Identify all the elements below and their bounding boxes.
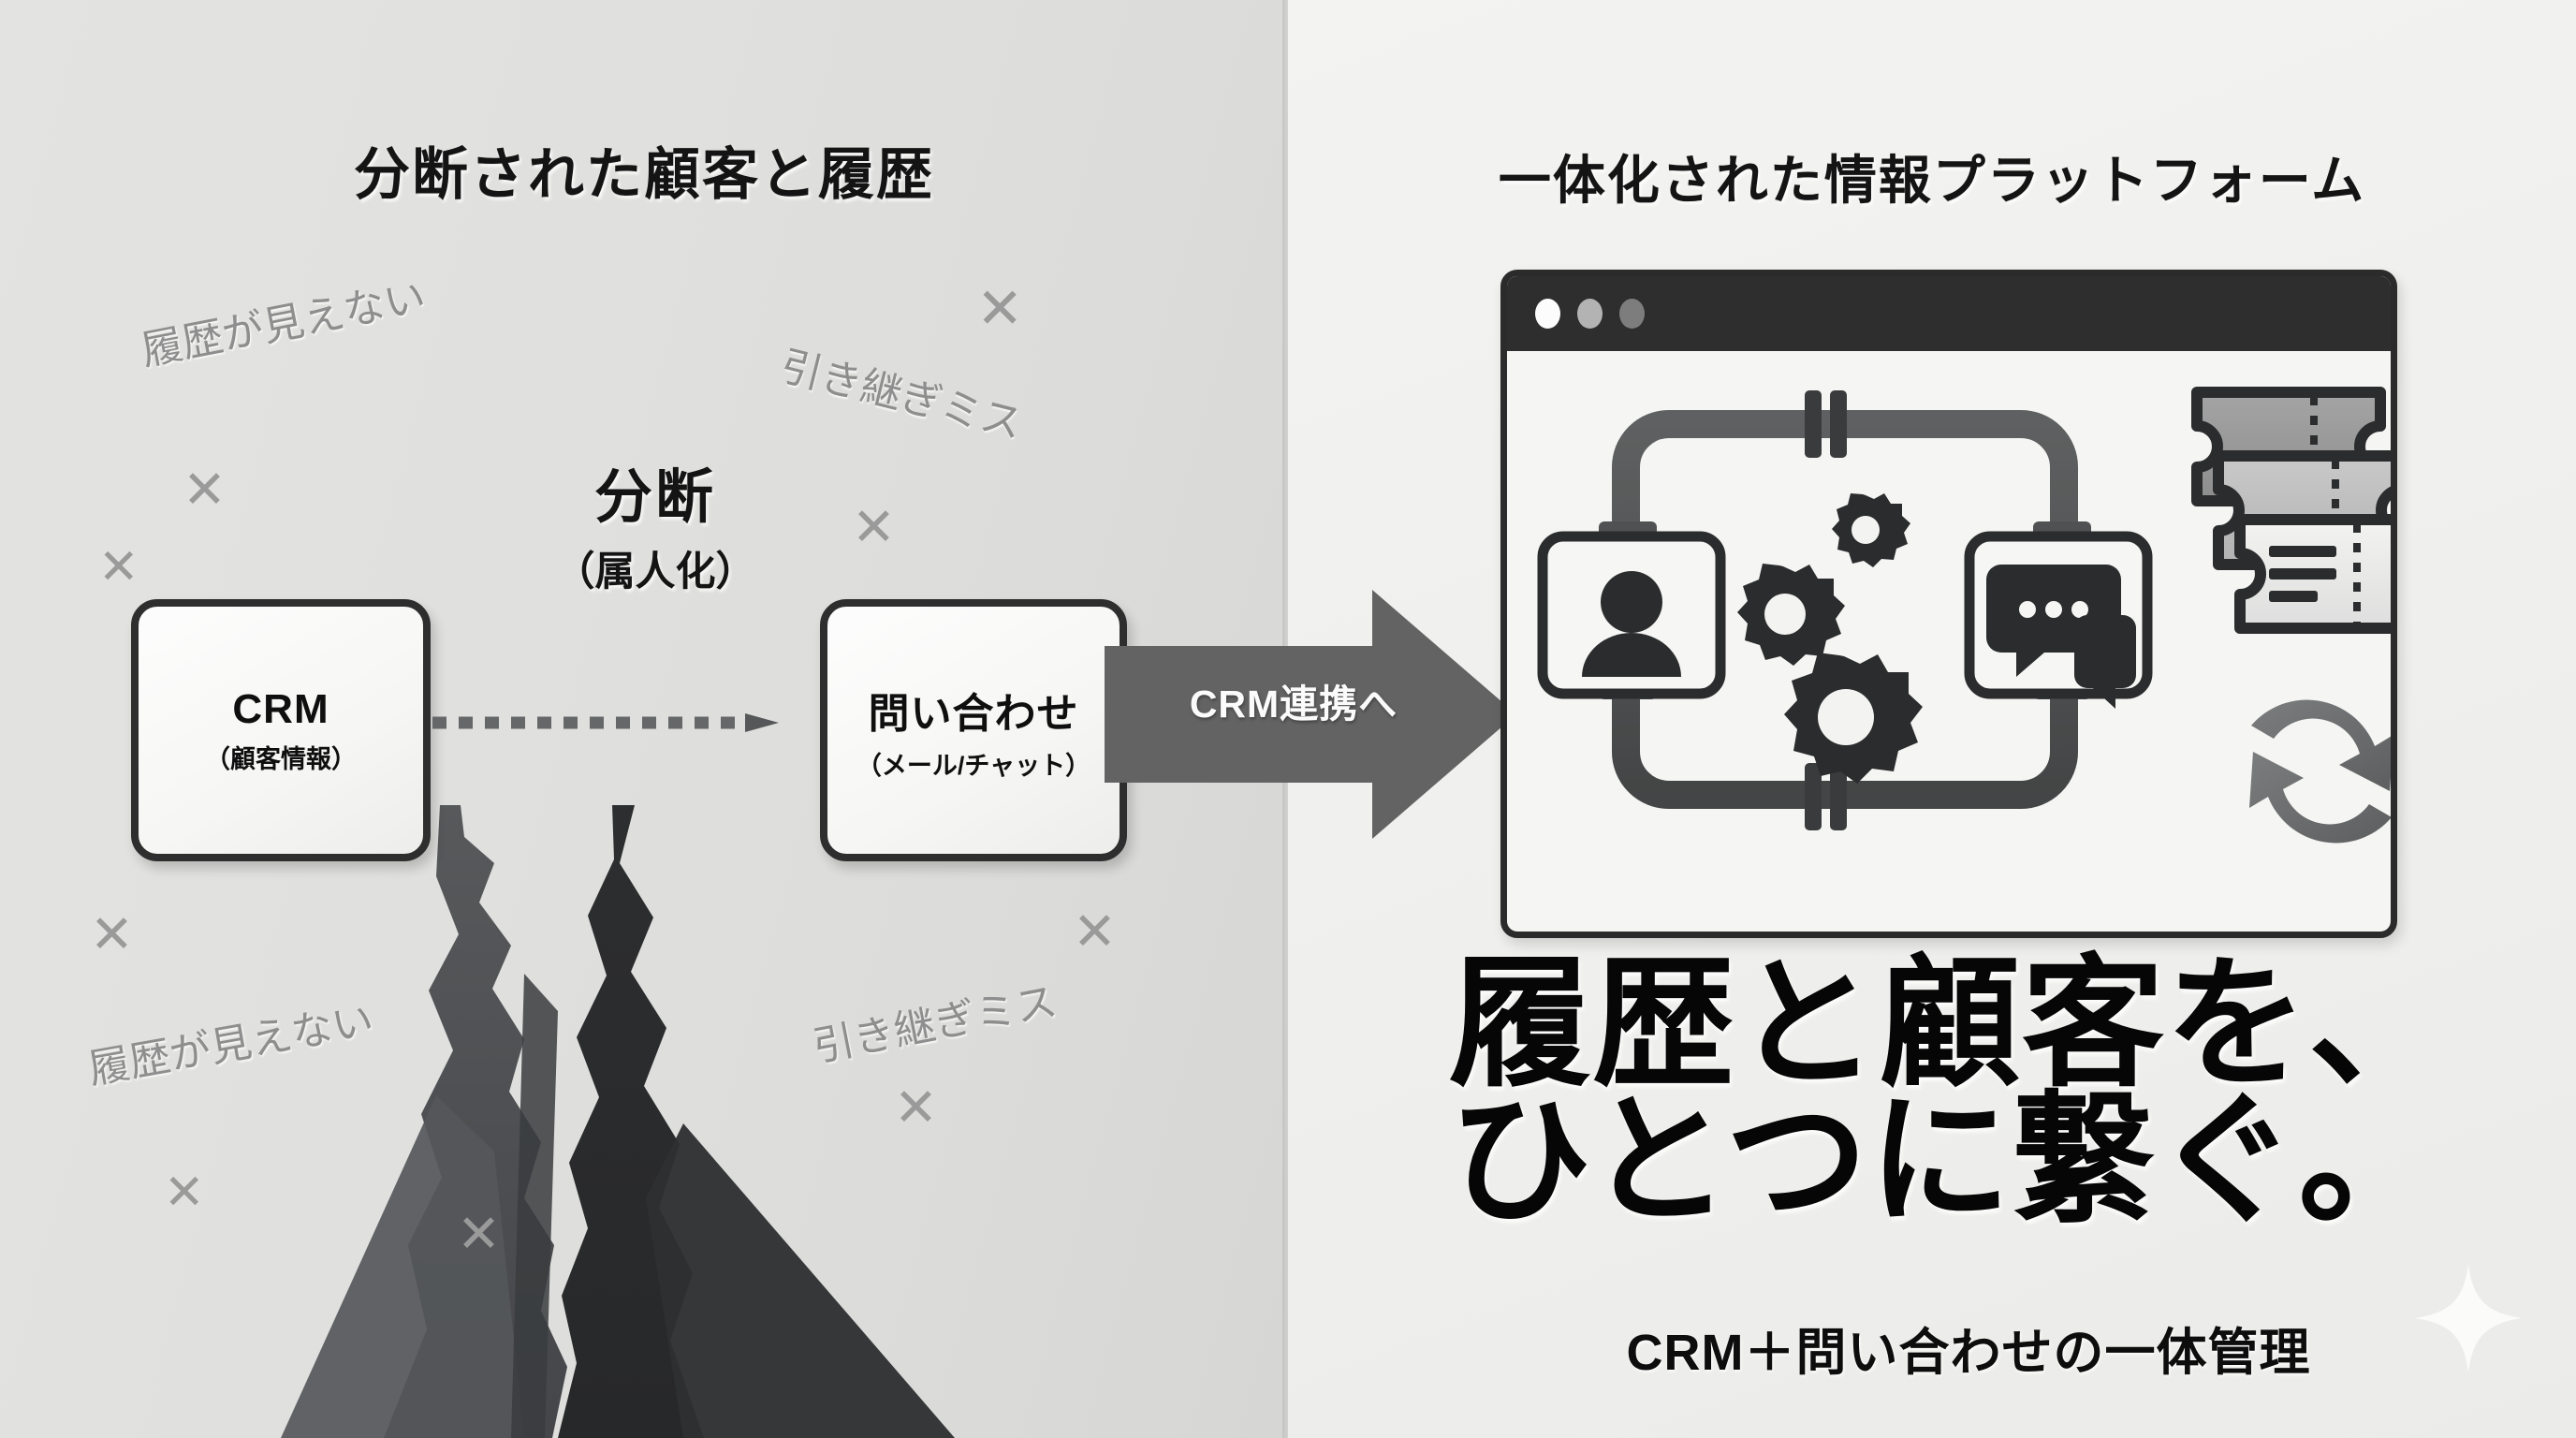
headline-line-2: ひとつに繋ぐ。 <box>1449 1080 2442 1240</box>
platform-diagram <box>1537 387 2391 844</box>
x-mark-4: ✕ <box>852 497 896 556</box>
window-close-dot-icon[interactable] <box>1535 299 1560 329</box>
x-mark-2: ✕ <box>98 540 139 594</box>
x-mark-9: ✕ <box>457 1204 501 1263</box>
inquiry-box-title: 問い合わせ <box>868 690 1079 737</box>
unified-platform-browser-window[interactable] <box>1500 270 2397 938</box>
crm-box-subtitle: （顧客情報） <box>205 744 357 773</box>
sparkle-icon <box>2415 1264 2522 1372</box>
main-headline: 履歴と顧客を、 ひとつに繋ぐ。 <box>1449 945 2488 1240</box>
sync-refresh-icon <box>2249 699 2391 844</box>
dotted-link-arrow <box>432 713 779 732</box>
sub-headline: CRM＋問い合わせの一体管理 <box>1626 1325 2311 1381</box>
crm-box-title: CRM <box>232 685 329 732</box>
crm-system-box[interactable]: CRM （顧客情報） <box>131 599 431 861</box>
pain-label-handover-miss-top: 引き継ぎミス <box>775 343 1027 448</box>
crm-integration-arrow <box>1105 590 1516 839</box>
x-mark-3: ✕ <box>976 277 1024 340</box>
left-panel-title: 分断された顧客と履歴 <box>354 143 934 206</box>
x-mark-7: ✕ <box>164 1166 205 1220</box>
window-maximize-dot-icon[interactable] <box>1619 299 1645 329</box>
inquiry-system-box[interactable]: 問い合わせ （メール/チャット） <box>820 599 1127 861</box>
x-mark-6: ✕ <box>1073 902 1117 961</box>
x-mark-5: ✕ <box>90 904 134 963</box>
fragmentation-label-sub: （属人化） <box>554 550 756 594</box>
browser-titlebar <box>1507 276 2391 351</box>
x-mark-8: ✕ <box>894 1078 938 1137</box>
gears-icon <box>1737 493 1923 784</box>
crack-chasm-illustration <box>281 805 955 1438</box>
inquiry-box-subtitle: （メール/チャット） <box>856 751 1091 780</box>
customer-avatar-icon <box>1537 531 1726 699</box>
left-panel-fragmented: 分断された顧客と履歴 履歴が見えない 引き継ぎミス 履歴が見えない 引き継ぎミス… <box>0 0 1288 1438</box>
ticket-stack-icon <box>2191 387 2391 634</box>
headline-line-1: 履歴と顧客を、 <box>1449 945 2452 1104</box>
fragmentation-label: 分断 （属人化） <box>449 449 861 597</box>
x-mark-1: ✕ <box>183 460 227 519</box>
browser-content-area <box>1507 351 2391 925</box>
pain-label-history-invisible-top: 履歴が見えない <box>138 273 430 374</box>
right-panel-title: 一体化された情報プラットフォーム <box>1498 151 2366 210</box>
fragmentation-label-main: 分断 <box>593 465 716 530</box>
window-minimize-dot-icon[interactable] <box>1577 299 1603 329</box>
chat-bubbles-icon <box>1964 531 2153 709</box>
